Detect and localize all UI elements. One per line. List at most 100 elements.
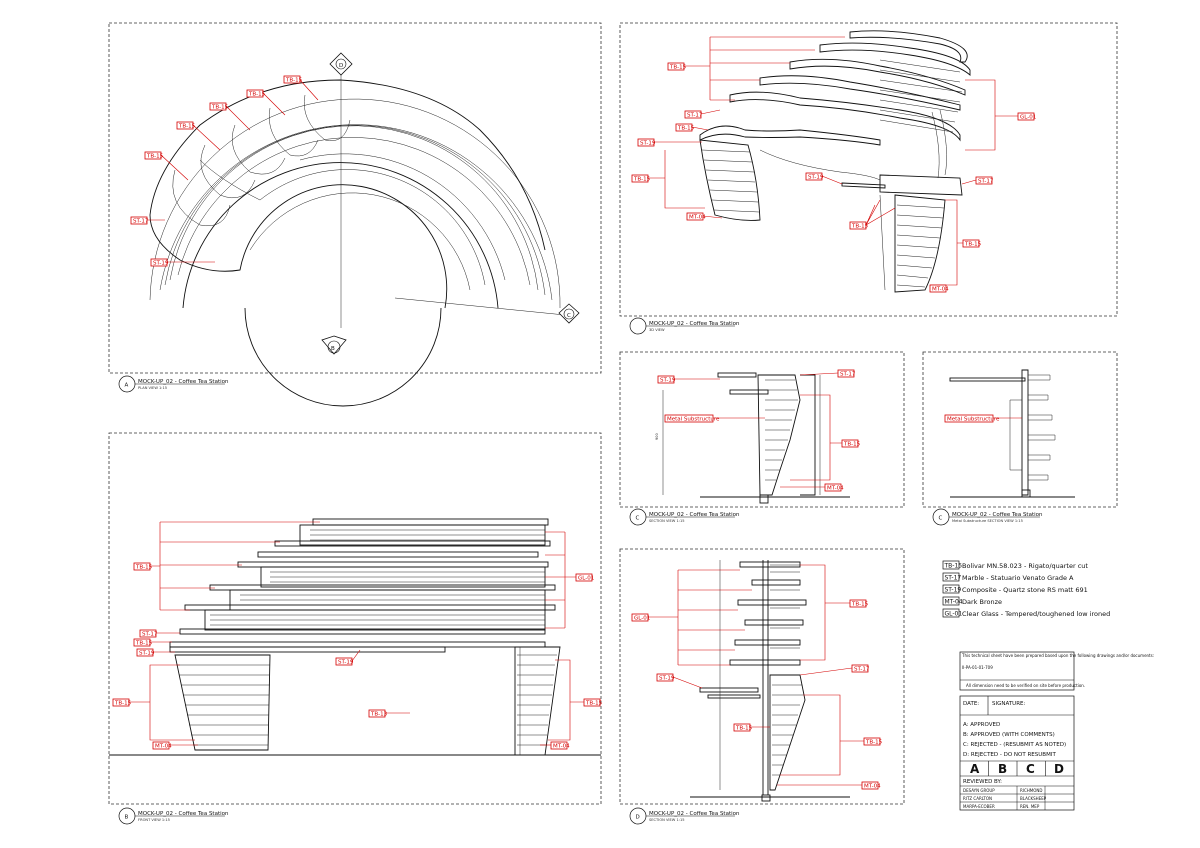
approval-letter-b[interactable]: B xyxy=(998,762,1007,776)
svg-text:PLAN VIEW 1:15: PLAN VIEW 1:15 xyxy=(138,386,167,390)
section-marker-b[interactable] xyxy=(321,335,347,355)
material-tag[interactable]: ST-19 xyxy=(637,138,656,147)
section-c-tags: ST-19 ST-17 Metal Substructure TB-15 MT-… xyxy=(657,369,861,492)
material-tag[interactable]: TB-15 xyxy=(863,737,883,746)
svg-text:Clear Glass - Tempered/toughen: Clear Glass - Tempered/toughened low iro… xyxy=(962,610,1110,618)
material-tag[interactable]: GL-01 xyxy=(1017,112,1036,121)
material-tag[interactable]: TB-15 xyxy=(675,123,695,132)
svg-text:Metal Substructure SECTION VIE: Metal Substructure SECTION VIEW 1:15 xyxy=(952,519,1023,523)
material-tag[interactable]: TB-15 xyxy=(733,723,753,732)
reviewed-by-label: REVIEWED BY: xyxy=(963,779,1002,785)
material-tag[interactable]: TB-15 xyxy=(246,89,266,98)
svg-text:ST-19: ST-19 xyxy=(660,378,676,384)
material-tag[interactable]: ST-17 xyxy=(684,110,703,119)
material-tag[interactable]: TB-15 xyxy=(962,239,982,248)
svg-text:ST-17: ST-17 xyxy=(133,219,149,225)
svg-text:MT-04: MT-04 xyxy=(155,744,172,750)
svg-text:A: A xyxy=(125,383,129,389)
svg-text:ST-19: ST-19 xyxy=(153,261,169,267)
section-d-title: D MOCK-UP_02 - Coffee Tea Station SECTIO… xyxy=(629,807,740,825)
material-tag[interactable]: TB-15 xyxy=(849,599,869,608)
section-c-metal-title: C MOCK-UP_02 - Coffee Tea Station Metal … xyxy=(932,508,1043,526)
reviewer: RICHMOND xyxy=(1020,788,1042,793)
material-tag[interactable]: ST-17 xyxy=(139,629,158,638)
svg-text:Composite - Quartz stone RS ma: Composite - Quartz stone RS matt 691 xyxy=(962,586,1088,594)
svg-text:TB-15: TB-15 xyxy=(669,65,687,71)
material-tag[interactable]: ST-17 xyxy=(130,216,149,225)
material-tag[interactable]: MT-04 xyxy=(929,284,949,293)
legend-item-st17: ST-17 Marble - Statuario Venato Grade A xyxy=(942,572,1074,582)
status-c: C: REJECTED - (RESUBMIT AS NOTED) xyxy=(963,742,1066,748)
material-tag[interactable]: TB-15 xyxy=(209,102,229,111)
material-tag[interactable]: TB-15 xyxy=(631,174,651,183)
svg-text:TB-15: TB-15 xyxy=(285,78,303,84)
material-tag[interactable]: TB-15 xyxy=(176,121,196,130)
material-tag[interactable]: MT-04 xyxy=(861,781,881,790)
material-tag[interactable]: Metal Substructure xyxy=(944,414,1000,423)
svg-text:Marble - Statuario Venato Grad: Marble - Statuario Venato Grade A xyxy=(962,574,1074,582)
material-tag[interactable]: ST-17 xyxy=(975,176,994,185)
material-tag[interactable]: MT-04 xyxy=(152,741,172,750)
status-b: B: APPROVED (WITH COMMENTS) xyxy=(963,732,1055,738)
material-tag[interactable]: TB-15 xyxy=(849,221,869,230)
approval-letter-a[interactable]: A xyxy=(970,762,980,776)
svg-text:ST-17: ST-17 xyxy=(687,113,703,119)
material-tag[interactable]: TB-15 xyxy=(283,75,303,84)
material-tag[interactable]: GL-01 xyxy=(575,573,594,582)
svg-text:TB-15: TB-15 xyxy=(211,105,229,111)
material-tag[interactable]: GL-01 xyxy=(631,613,650,622)
reviewer: MARPA-ECOBER xyxy=(963,804,995,809)
material-tag[interactable]: TB-15 xyxy=(841,439,861,448)
svg-text:D: D xyxy=(636,815,640,821)
svg-text:ST-19: ST-19 xyxy=(808,175,824,181)
section-marker-d[interactable] xyxy=(329,52,353,76)
material-tag[interactable]: ST-19 xyxy=(335,657,354,666)
section-marker-c[interactable] xyxy=(558,303,580,324)
material-tag[interactable]: ST-19 xyxy=(657,375,676,384)
material-tag[interactable]: MT-04 xyxy=(686,212,706,221)
3d-view-tags: TB-15 ST-17 TB-15 ST-19 TB-15 MT-04 ST-1… xyxy=(631,36,1036,293)
svg-text:Metal Substructure: Metal Substructure xyxy=(667,417,720,423)
approval-letter-d[interactable]: D xyxy=(1054,762,1064,776)
svg-text:ST-17: ST-17 xyxy=(978,179,994,185)
material-tag[interactable]: MT-04 xyxy=(824,483,844,492)
svg-text:TB-15: TB-15 xyxy=(633,177,651,183)
material-tag[interactable]: TB-13 xyxy=(368,709,388,718)
material-tag[interactable]: MT-04 xyxy=(550,741,570,750)
svg-text:GL-01: GL-01 xyxy=(578,576,594,582)
plan-view-tags: TB-15 TB-15 TB-15 TB-15 TB-15 ST-17 ST-1… xyxy=(130,75,319,267)
svg-text:MOCK-UP_02 - Coffee Tea Statio: MOCK-UP_02 - Coffee Tea Station xyxy=(649,811,740,817)
material-tag[interactable]: Metal Substructure xyxy=(664,414,720,423)
legend-item-tb15: TB-15 Bolivar MN.58.023 - Rigato/quarter… xyxy=(942,560,1088,570)
section-c-drawing: 900 xyxy=(655,372,850,504)
svg-text:FRONT VIEW 1:15: FRONT VIEW 1:15 xyxy=(138,818,170,822)
approval-letter-c[interactable]: C xyxy=(1026,762,1035,776)
material-tag[interactable]: TB-15 xyxy=(144,151,164,160)
svg-text:TB-15: TB-15 xyxy=(964,242,982,248)
marker-d-label: D xyxy=(339,63,343,69)
material-tag[interactable]: TB-15 xyxy=(133,562,153,571)
title-block: This technical sheet have been prepared … xyxy=(959,651,1154,811)
material-tag[interactable]: TB-15 xyxy=(667,62,687,71)
material-tag[interactable]: ST-19 xyxy=(136,648,155,657)
material-tag[interactable]: ST-19 xyxy=(656,673,675,682)
material-tag[interactable]: ST-17 xyxy=(851,664,870,673)
svg-text:ST-19: ST-19 xyxy=(640,141,656,147)
material-tag[interactable]: ST-19 xyxy=(805,172,824,181)
material-tag[interactable]: ST-17 xyxy=(837,369,856,378)
material-tag[interactable]: TB-15 xyxy=(583,698,603,707)
svg-text:MT-04: MT-04 xyxy=(932,287,949,293)
3d-view-drawing xyxy=(699,30,971,293)
svg-text:TB-15: TB-15 xyxy=(146,154,164,160)
plan-view-frame xyxy=(108,22,602,374)
material-tag[interactable]: ST-19 xyxy=(150,258,169,267)
reviewer: RITZ CARLTON xyxy=(963,796,992,801)
svg-text:MOCK-UP_02 - Coffee Tea Statio: MOCK-UP_02 - Coffee Tea Station xyxy=(649,321,740,327)
svg-text:C: C xyxy=(636,516,640,522)
svg-text:ST-19: ST-19 xyxy=(139,651,155,657)
material-tag[interactable]: TB-15 xyxy=(112,698,132,707)
material-tag[interactable]: TB-15 xyxy=(133,638,153,647)
legend-item-gl01: GL-01 Clear Glass - Tempered/toughened l… xyxy=(942,608,1110,618)
svg-text:ST-19: ST-19 xyxy=(338,660,354,666)
svg-text:TB-15: TB-15 xyxy=(135,565,153,571)
